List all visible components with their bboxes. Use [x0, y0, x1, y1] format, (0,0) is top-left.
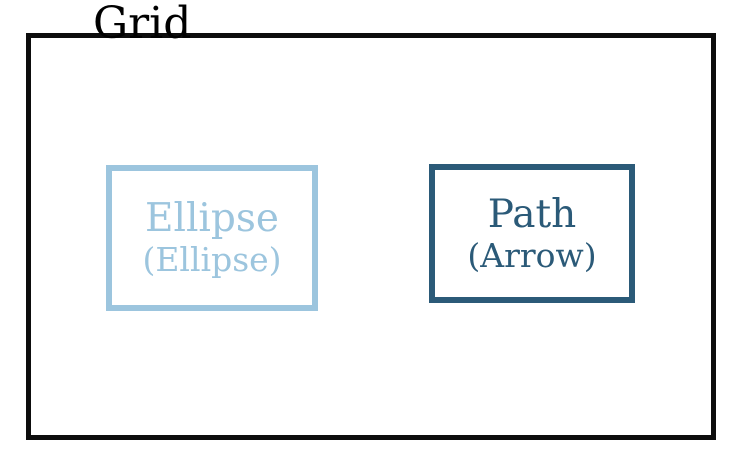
- node-ellipse[interactable]: Ellipse (Ellipse): [106, 165, 318, 311]
- group-title-gap: [119, 64, 260, 80]
- group-container-grid[interactable]: [26, 33, 716, 440]
- node-ellipse-subtitle: (Ellipse): [142, 240, 282, 280]
- node-path-title: Path: [487, 191, 577, 237]
- node-path[interactable]: Path (Arrow): [429, 164, 635, 303]
- node-ellipse-title: Ellipse: [145, 196, 279, 242]
- node-path-subtitle: (Arrow): [467, 235, 597, 275]
- group-title-label: Grid: [93, 0, 192, 49]
